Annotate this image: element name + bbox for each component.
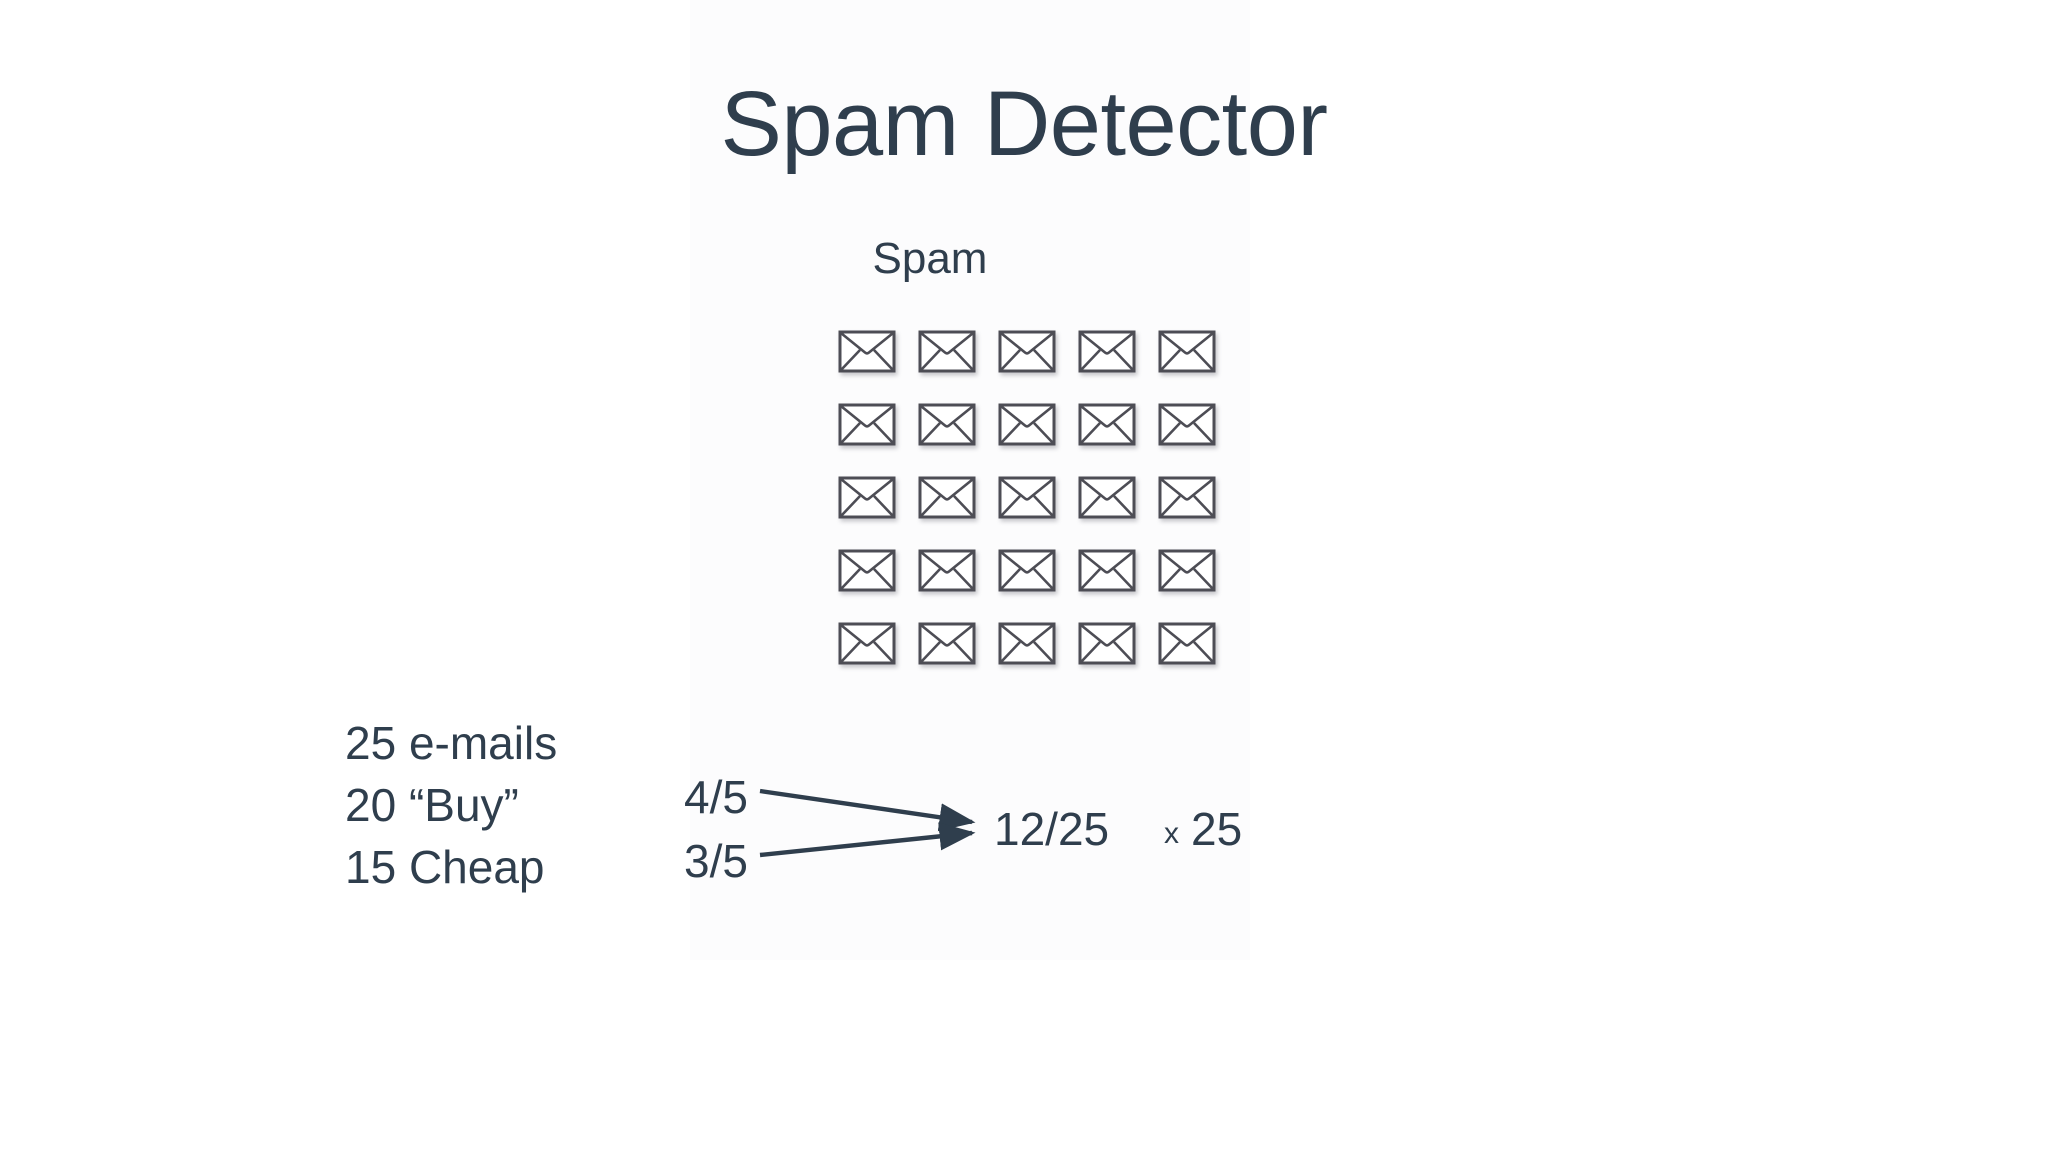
page-title: Spam Detector [720, 73, 1328, 175]
envelope-icon [838, 476, 896, 519]
envelope-icon [1078, 330, 1136, 373]
arrow-group [759, 788, 976, 858]
stats-line-cheap: 15 Cheap [345, 841, 545, 893]
envelope-icon [918, 622, 976, 665]
multiply-value: 25 [1191, 803, 1243, 855]
envelope-icon [838, 403, 896, 446]
envelope-icon [838, 549, 896, 592]
multiplier-expression: x 25 [1164, 806, 1242, 852]
envelope-icon [918, 476, 976, 519]
envelope-icon [838, 622, 896, 665]
envelope-icon [1078, 403, 1136, 446]
stats-line-buy: 20 “Buy” [345, 779, 519, 831]
envelope-icon [998, 476, 1056, 519]
arrow-from-top-fraction [759, 788, 976, 832]
envelope-icon [1158, 549, 1216, 592]
stats-block: 25 e-mails 20 “Buy” 15 Cheap [345, 712, 557, 898]
multiply-sign: x [1164, 817, 1179, 850]
envelope-icon [998, 549, 1056, 592]
envelope-grid [838, 330, 1238, 695]
envelope-icon [918, 403, 976, 446]
envelope-icon [918, 549, 976, 592]
envelope-icon [918, 330, 976, 373]
envelope-icon [838, 330, 896, 373]
arrow-from-bottom-fraction [759, 822, 976, 858]
envelope-icon [1158, 476, 1216, 519]
envelope-icon [1078, 622, 1136, 665]
spam-group-label: Spam [872, 234, 988, 283]
envelope-icon [998, 330, 1056, 373]
envelope-icon [1158, 622, 1216, 665]
fraction-top: 4/5 [684, 771, 748, 823]
envelope-icon [998, 622, 1056, 665]
envelope-icon [1158, 330, 1216, 373]
envelope-icon [1078, 476, 1136, 519]
computation-group: 4/5 3/5 12/25 x 25 [684, 770, 1304, 890]
fraction-bottom: 3/5 [684, 835, 748, 887]
envelope-icon [1158, 403, 1216, 446]
result-value: 12/25 [994, 803, 1110, 855]
envelope-icon [998, 403, 1056, 446]
envelope-icon [1078, 549, 1136, 592]
stats-line-emails: 25 e-mails [345, 717, 558, 769]
